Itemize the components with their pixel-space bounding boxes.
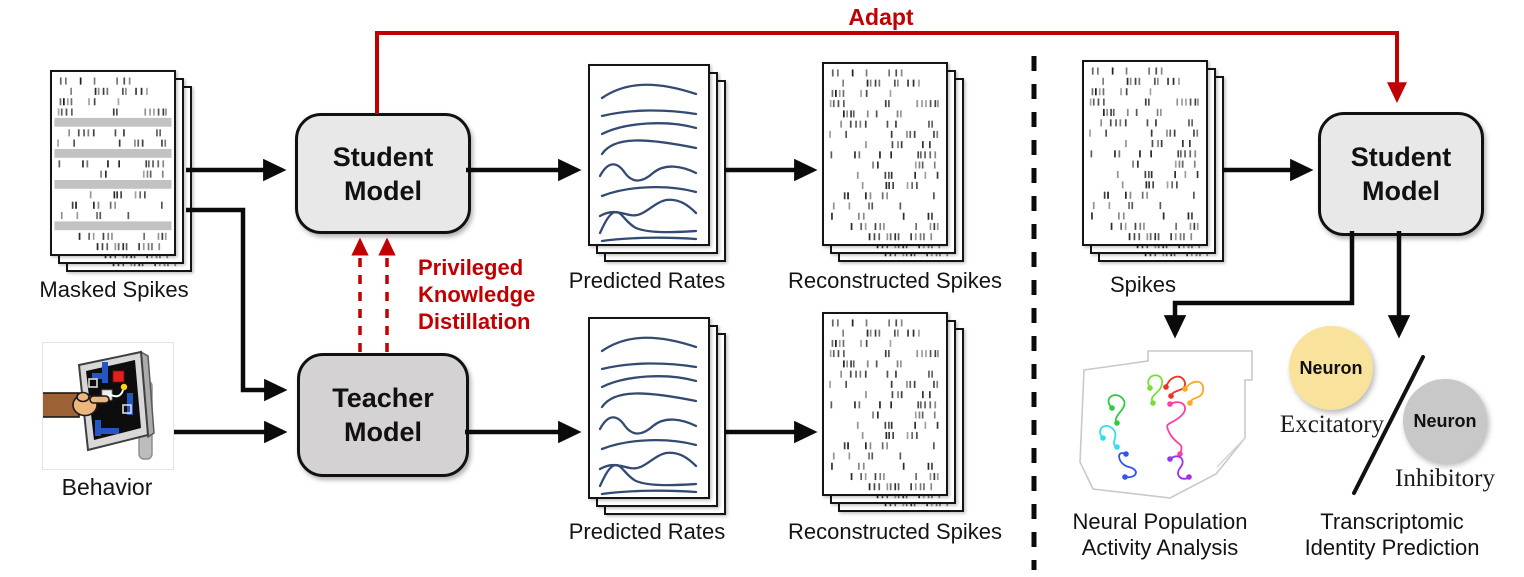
predicted-rates-label-top: Predicted Rates <box>568 268 726 293</box>
masked-spikes-card <box>50 70 176 256</box>
predicted-rates-card <box>588 64 710 246</box>
distillation-arrows <box>351 237 396 352</box>
spikes-label: Spikes <box>1109 272 1177 297</box>
reconstructed-spikes-stack-top <box>822 62 964 262</box>
spikes-stack <box>1082 60 1224 262</box>
red-target <box>112 370 125 383</box>
predicted-rates-card <box>588 317 710 499</box>
reconstructed-spikes-card <box>822 62 948 246</box>
transcriptomic-label: Transcriptomic Identity Prediction <box>1304 509 1480 560</box>
behavior-illustration <box>42 342 174 470</box>
trajectory-arrow <box>108 389 124 398</box>
masked-spikes-stack <box>50 70 192 272</box>
predicted-rates-stack-bottom <box>588 317 726 515</box>
masked-spikes-label: Masked Spikes <box>39 277 189 302</box>
reconstructed-spikes-card <box>822 312 948 496</box>
predicted-rates-stack-top <box>588 64 726 262</box>
yellow-cursor <box>120 383 128 391</box>
reconstructed-spikes-label-top: Reconstructed Spikes <box>788 268 1002 293</box>
inhibitory-label: Inhibitory <box>1395 465 1495 492</box>
latent-trajectories <box>1099 374 1205 480</box>
hand <box>43 391 110 418</box>
target-outline-square <box>122 404 132 414</box>
reconstructed-spikes-stack-bottom <box>822 312 964 512</box>
privileged-knowledge-distillation-label: Privileged Knowledge Distillation <box>418 255 536 334</box>
adapt-label: Adapt <box>848 4 914 30</box>
excitatory-neuron-circle: Neuron <box>1289 326 1373 410</box>
spikes-card <box>1082 60 1208 246</box>
target-outline-square <box>88 378 98 388</box>
behavior-label: Behavior <box>61 474 153 500</box>
predicted-rates-label-bottom: Predicted Rates <box>568 519 726 544</box>
excitatory-label: Excitatory <box>1279 411 1385 438</box>
inhibitory-neuron-circle: Neuron <box>1403 379 1487 463</box>
maze-paths <box>92 362 133 436</box>
reconstructed-spikes-label-bottom: Reconstructed Spikes <box>788 519 1002 544</box>
state-space-outline <box>1079 350 1253 499</box>
neural-trajectories-illustration <box>1066 346 1264 506</box>
neural-population-label: Neural Population Activity Analysis <box>1072 509 1248 560</box>
